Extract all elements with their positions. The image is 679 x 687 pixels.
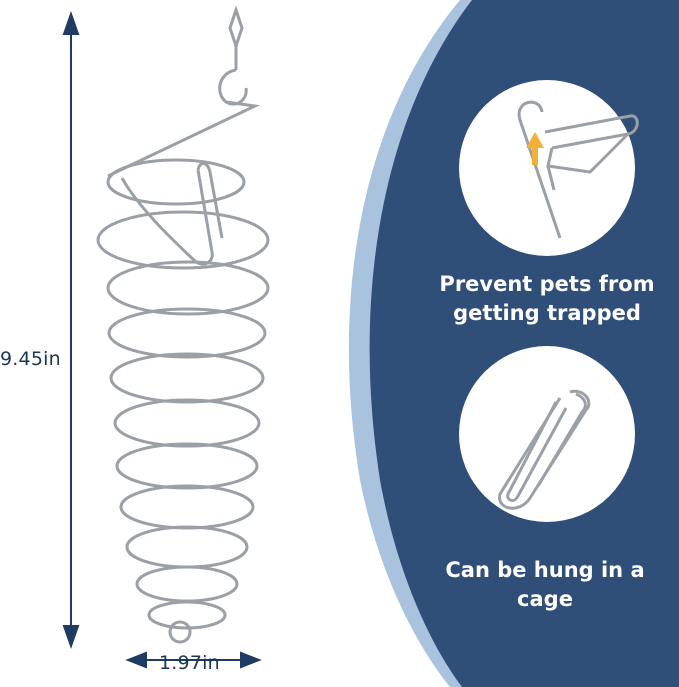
feature-caption-safety: Prevent pets from getting trapped <box>439 272 655 325</box>
arrow-up-icon <box>526 132 544 165</box>
height-dimension-label: 9.45in <box>0 348 61 370</box>
feature-circle-hanging <box>459 346 635 522</box>
feature-caption-hanging: Can be hung in a cage <box>445 558 645 611</box>
snap-clip-icon <box>498 389 591 510</box>
width-dimension-label: 1.97in <box>159 652 220 674</box>
hook-clip-icon <box>517 100 639 239</box>
